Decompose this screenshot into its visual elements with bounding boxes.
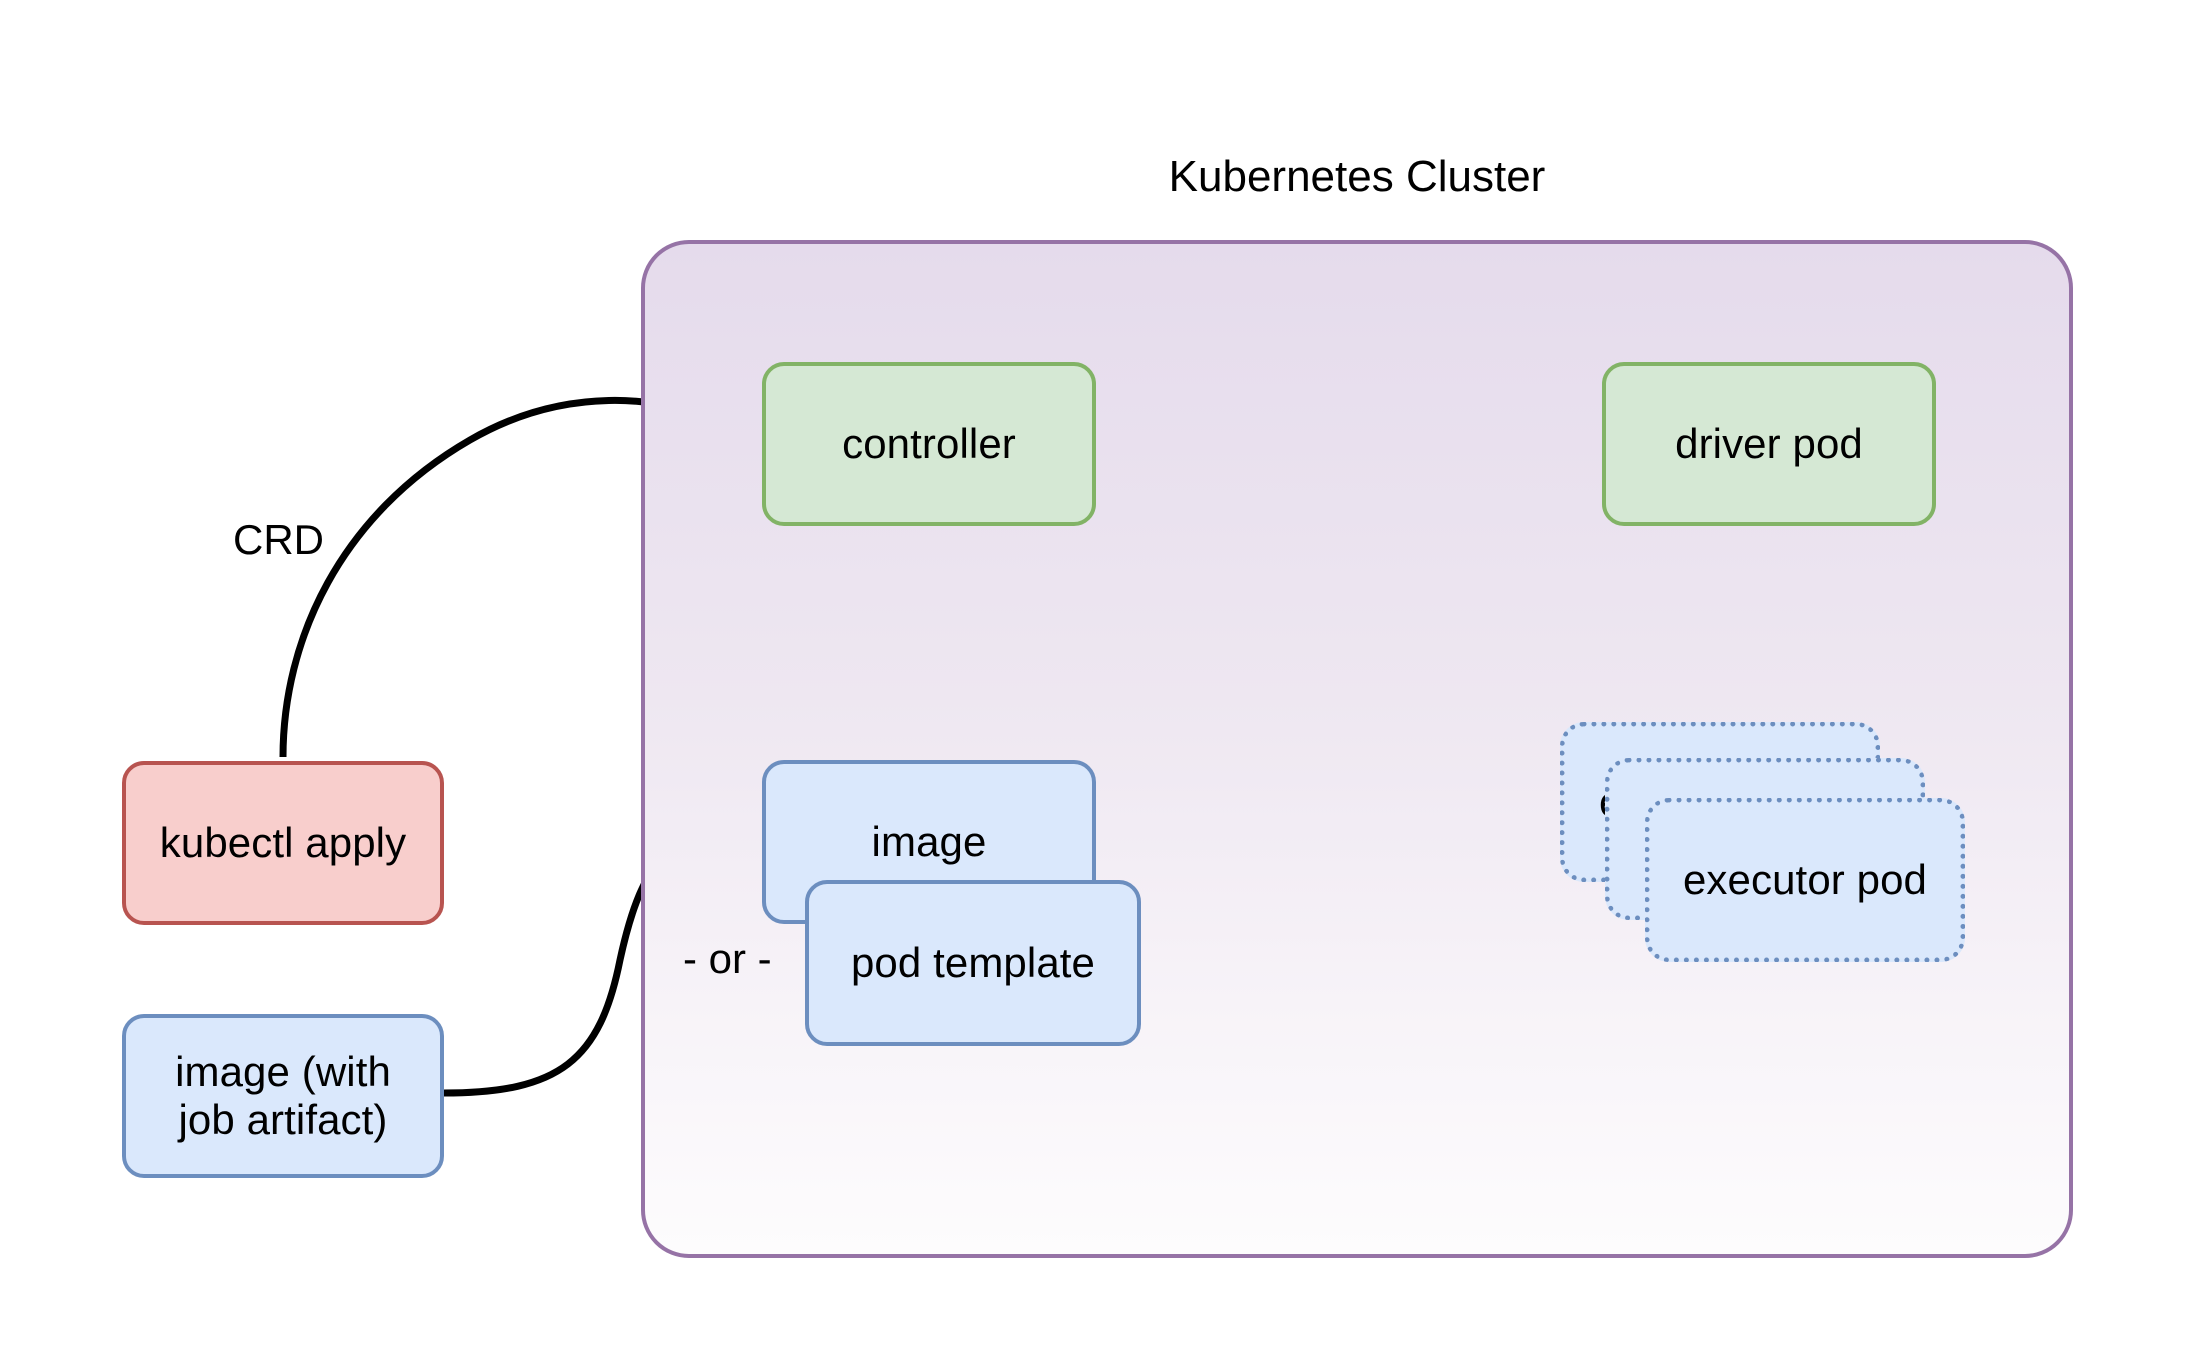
node-kubectl-apply-label: kubectl apply [159, 818, 407, 866]
edge-label-crd: CRD [233, 516, 324, 563]
node-controller[interactable]: controller [762, 362, 1096, 526]
node-executor-pod-front-label: executor pod [1682, 855, 1928, 903]
node-pod-template[interactable]: pod template [805, 880, 1141, 1046]
edge-label-or: - or - [683, 935, 772, 982]
node-driver-pod-label: driver pod [1675, 419, 1863, 467]
node-executor-pod-front[interactable]: executor pod [1645, 798, 1965, 962]
node-kubectl-apply[interactable]: kubectl apply [122, 761, 444, 925]
node-driver-pod[interactable]: driver pod [1602, 362, 1936, 526]
node-pod-template-label: pod template [850, 938, 1096, 986]
node-image-label: image [871, 817, 987, 865]
node-controller-label: controller [842, 419, 1016, 467]
cluster-title: Kubernetes Cluster [1168, 152, 1546, 201]
node-image-with-job-artifact[interactable]: image (with job artifact) [122, 1014, 444, 1178]
node-image-with-job-artifact-label: image (with job artifact) [175, 1047, 391, 1143]
